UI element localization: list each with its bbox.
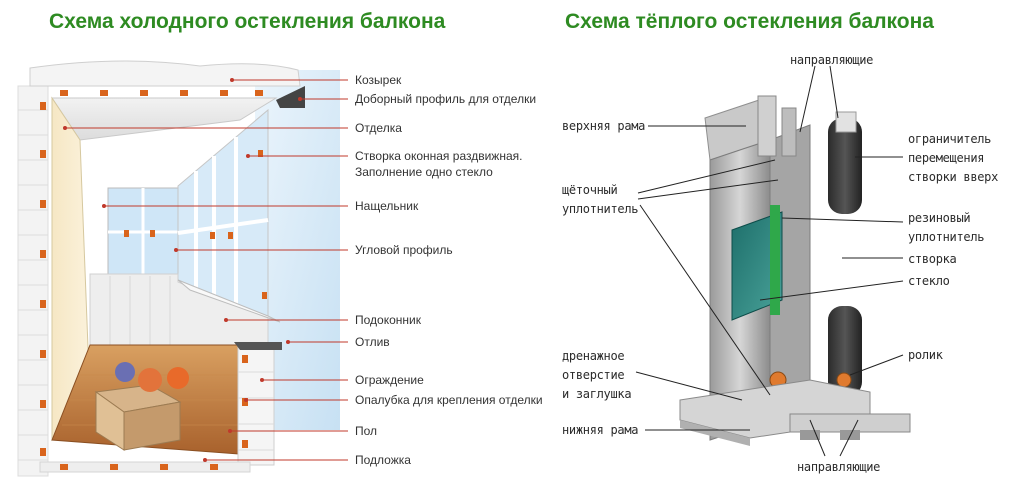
label-pol: Пол — [355, 424, 378, 438]
rubber-seal-green — [770, 205, 780, 315]
label-rezinovyi-2: уплотнитель — [908, 230, 985, 244]
label-ogranichitel-3: створки вверх — [908, 170, 999, 184]
cold-glazing-panel: Схема холодного остекления балкона — [17, 10, 543, 477]
window-sill — [177, 279, 281, 323]
label-napravlyayuschie-bottom: направляющие — [797, 460, 881, 474]
label-steklo: стекло — [908, 274, 950, 288]
label-drenazh-2: отверстие — [562, 368, 625, 382]
warm-profile-cross-section — [635, 65, 911, 457]
label-ogranichitel-1: ограничитель — [908, 132, 992, 146]
warm-glazing-panel: Схема тёплого остекления балкона — [520, 0, 1024, 488]
label-drenazh-3: и заглушка — [562, 387, 632, 401]
label-stvorka: створка — [908, 252, 957, 266]
label-rezinovyi-1: резиновый — [908, 211, 971, 225]
glass-pane — [731, 211, 783, 321]
label-schetochnyi-1: щёточный — [562, 183, 618, 197]
floor-slab — [39, 461, 251, 473]
label-drenazh-1: дренажное — [562, 349, 625, 363]
label-ogranichitel-2: перемещения — [908, 151, 985, 165]
label-ograzhdenie: Ограждение — [355, 373, 424, 387]
label-verhnyaya-rama: верхняя рама — [562, 119, 646, 133]
limiter-block — [828, 118, 862, 214]
toy-ball — [138, 368, 162, 392]
cold-glazing-title: Схема холодного остекления балкона — [49, 10, 446, 33]
cold-leader-lines — [65, 79, 348, 461]
drip-edge — [234, 342, 282, 350]
label-otliv: Отлив — [355, 335, 390, 349]
roof-slab — [29, 60, 301, 87]
label-kozyrek: Козырек — [355, 73, 402, 87]
upper-guide — [757, 95, 777, 157]
warm-glazing-title: Схема тёплого остекления балкона — [565, 10, 934, 33]
canopy-profile — [276, 86, 305, 108]
cold-balcony-illustration — [17, 60, 348, 477]
label-naschelnik: Нащельник — [355, 199, 419, 213]
brick-wall — [17, 85, 49, 477]
label-otdelka: Отделка — [355, 121, 402, 135]
label-rolik: ролик — [908, 348, 943, 362]
label-stvorka-line2: Заполнение одно стекло — [355, 165, 493, 179]
label-podlozhka: Подложка — [355, 453, 411, 467]
label-podokonnik: Подоконник — [355, 313, 421, 327]
warm-leader-lines — [635, 65, 904, 457]
label-stvorka-line1: Створка оконная раздвижная. — [355, 149, 523, 163]
label-schetochnyi-2: уплотнитель — [562, 202, 639, 216]
label-napravlyayuschie-top: направляющие — [790, 53, 874, 67]
bottom-guide-rail — [789, 413, 911, 433]
label-nizhnyaya-rama: нижняя рама — [562, 423, 639, 437]
fastening-pads — [40, 90, 267, 470]
label-dobornyi-profile: Доборный профиль для отделки — [355, 92, 537, 106]
label-opalubka: Опалубка для крепления отделки — [355, 393, 543, 407]
label-uglovoi-profile: Угловой профиль — [355, 243, 453, 257]
